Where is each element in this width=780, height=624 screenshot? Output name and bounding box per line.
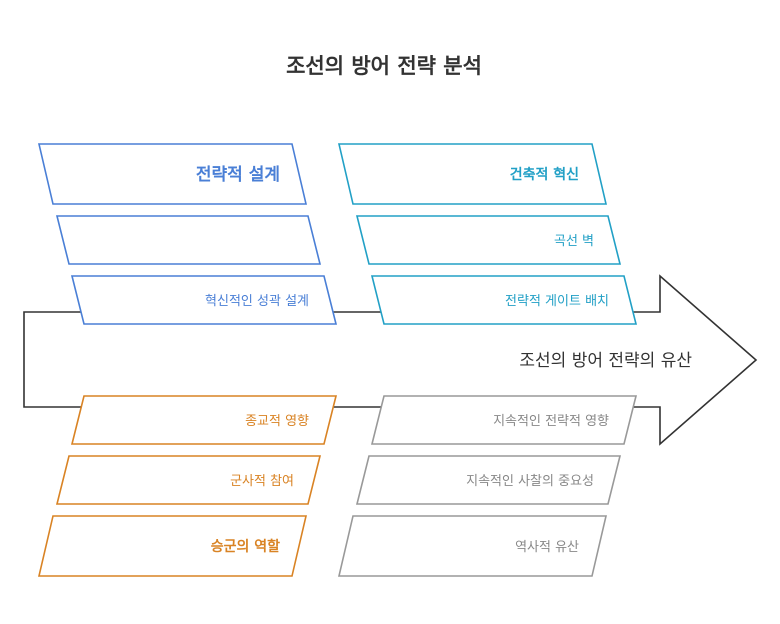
lasting-impact-header-box <box>337 515 608 577</box>
lasting-impact-item-box <box>370 395 638 445</box>
architectural-innovation-item-box <box>355 215 622 265</box>
group-religious-influence: 종교적 영향 군사적 참여 승군의 역할 <box>37 395 338 577</box>
architectural-innovation-item: 전략적 게이트 배치 <box>505 294 609 309</box>
strategic-design-item-box <box>70 275 338 325</box>
arrow-label: 조선의 방어 전략의 유산 <box>519 351 692 371</box>
religious-influence-item-box <box>70 395 338 445</box>
group-strategic-design: 전략적 설계 혁신적인 성곽 설계 <box>37 143 338 325</box>
architectural-innovation-header: 건축적 혁신 <box>510 166 579 183</box>
lasting-impact-item: 지속적인 사찰의 중요성 <box>466 474 594 489</box>
lasting-impact-item: 지속적인 전략적 영향 <box>493 414 609 429</box>
strategic-design-item-box <box>55 215 322 265</box>
group-architectural-innovation: 건축적 혁신 곡선 벽 전략적 게이트 배치 <box>337 143 638 325</box>
architectural-innovation-item: 곡선 벽 <box>554 234 594 249</box>
religious-influence-item-box <box>55 455 322 505</box>
diagram-title: 조선의 방어 전략 분석 <box>286 54 482 78</box>
lasting-impact-item-box <box>355 455 622 505</box>
group-lasting-strategic-impact: 지속적인 전략적 영향 지속적인 사찰의 중요성 역사적 유산 <box>337 395 638 577</box>
lasting-impact-header: 역사적 유산 <box>515 540 579 555</box>
religious-influence-item: 종교적 영향 <box>245 414 309 429</box>
strategic-design-header: 전략적 설계 <box>196 165 280 185</box>
architectural-innovation-header-box <box>337 143 608 205</box>
religious-influence-item: 군사적 참여 <box>230 474 294 489</box>
religious-influence-header: 승군의 역할 <box>211 538 280 555</box>
strategic-design-item: 혁신적인 성곽 설계 <box>205 294 309 309</box>
strategic-design-header-box <box>37 143 308 205</box>
religious-influence-header-box <box>37 515 308 577</box>
architectural-innovation-item-box <box>370 275 638 325</box>
